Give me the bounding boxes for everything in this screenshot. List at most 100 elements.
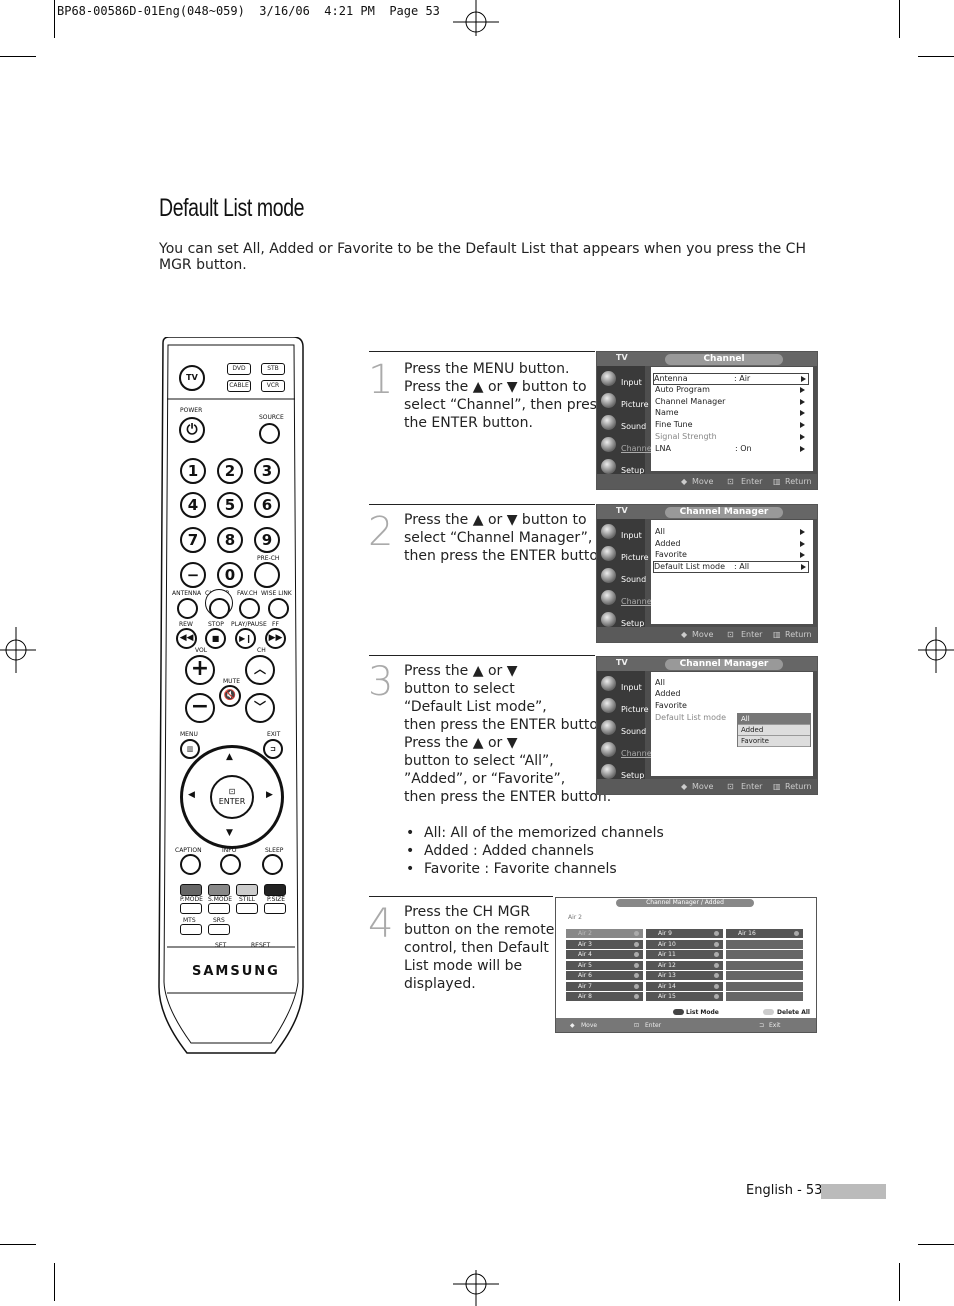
osd-row-auto-program: Auto Program <box>655 385 807 395</box>
antenna-button[interactable] <box>177 598 198 619</box>
setup-icon <box>601 459 616 474</box>
menu-button[interactable]: ▥ <box>180 739 200 759</box>
left-arrow-icon[interactable]: ◀ <box>188 790 195 800</box>
stb-mode-button[interactable]: STB <box>261 363 285 375</box>
enter-icon: ⊡ <box>727 477 734 486</box>
red-key-button[interactable] <box>180 884 202 896</box>
crop-mark <box>54 1263 55 1301</box>
osd-bottom-bar: ◆Move ⊡Enter ▥Return <box>597 779 817 794</box>
digit-0-button[interactable]: 0 <box>217 562 243 588</box>
crop-mark <box>899 0 900 38</box>
digit-8-button[interactable]: 8 <box>217 527 243 553</box>
fast-forward-icon[interactable]: ▶▶ <box>265 628 286 649</box>
digit-4-button[interactable]: 4 <box>180 492 206 518</box>
osd-row-value: : On <box>735 444 752 453</box>
cable-mode-button[interactable]: CABLE <box>227 380 251 392</box>
osd-menu-input: Input <box>599 523 645 543</box>
dvd-mode-button[interactable]: DVD <box>227 363 251 375</box>
wiselink-button[interactable] <box>268 598 289 619</box>
channel-cell: Air 4 <box>566 950 643 959</box>
rewind-icon[interactable]: ◀◀ <box>176 628 197 649</box>
green-key-button[interactable] <box>208 884 230 896</box>
vcr-mode-button[interactable]: VCR <box>261 380 285 392</box>
channel-icon <box>601 590 616 605</box>
list-mode-label: List Mode <box>686 1009 719 1016</box>
yellow-key-button[interactable] <box>236 884 258 896</box>
input-icon <box>601 524 616 539</box>
dropdown-option-all: All <box>738 714 810 725</box>
enter-button[interactable]: ⊡ENTER <box>210 775 254 819</box>
prech-button[interactable] <box>254 562 280 588</box>
favch-button[interactable] <box>239 598 260 619</box>
volume-down-icon[interactable]: − <box>185 693 215 723</box>
stop-icon[interactable]: ■ <box>205 628 226 649</box>
empty-channel-cell <box>726 971 803 980</box>
tv-mode-button[interactable]: TV <box>179 365 205 391</box>
osd-menu-label: Sound <box>621 575 647 584</box>
osd-hint-move: Move <box>692 782 714 791</box>
setup-icon <box>601 764 616 779</box>
channel-down-icon[interactable]: ﹀ <box>245 693 275 723</box>
up-arrow-icon[interactable]: ▲ <box>226 752 233 762</box>
crop-mark <box>0 1244 36 1245</box>
minus-button[interactable]: − <box>180 562 206 588</box>
play-pause-icon[interactable]: ▶❙ <box>235 628 256 649</box>
input-icon <box>601 371 616 386</box>
step-line: then press the ENTER button. <box>404 789 612 805</box>
osd-hint-return: Return <box>785 630 812 639</box>
step-line: the ENTER button. <box>404 415 533 431</box>
osd-menu-label: Setup <box>621 619 645 628</box>
info-button[interactable] <box>220 854 241 875</box>
digit-7-button[interactable]: 7 <box>180 527 206 553</box>
mts-button[interactable] <box>180 924 202 935</box>
enter-label: ENTER <box>218 797 246 806</box>
favorite-heart-icon <box>634 952 639 957</box>
osd-menu-setup: Setup <box>599 611 645 631</box>
channel-cell: Air 14 <box>646 981 723 991</box>
srs-button[interactable] <box>208 924 230 935</box>
digit-6-button[interactable]: 6 <box>254 492 280 518</box>
stop-label: STOP <box>208 621 224 628</box>
right-arrow-icon[interactable]: ▶ <box>266 790 273 800</box>
down-arrow-icon[interactable]: ▼ <box>226 828 233 838</box>
channel-list-footer: ◆Move ⊡Enter ⊐Exit <box>556 1018 816 1032</box>
digit-1-button[interactable]: 1 <box>180 458 206 484</box>
exit-button[interactable]: ⊐ <box>263 739 283 759</box>
step-divider <box>369 655 595 656</box>
mute-icon[interactable]: 🔇 <box>219 685 241 707</box>
osd-row-label: Signal Strength <box>655 432 717 441</box>
osd-row-all: All <box>655 527 807 537</box>
caption-button[interactable] <box>180 854 201 875</box>
arrow-right-icon <box>800 529 805 535</box>
sleep-button[interactable] <box>262 854 283 875</box>
osd-menu-picture: Picture <box>599 392 649 412</box>
osd-row-label: Added <box>655 539 681 548</box>
osd-row-label: Favorite <box>655 550 687 559</box>
pmode-button[interactable] <box>180 903 202 914</box>
osd-menu-channel: Channel <box>599 436 654 456</box>
favorite-heart-icon <box>714 994 719 999</box>
osd-row-label: Name <box>655 408 679 417</box>
volume-up-icon[interactable]: + <box>185 655 215 685</box>
crop-mark <box>918 56 954 57</box>
psize-button[interactable] <box>264 903 286 914</box>
move-icon: ◆ <box>681 782 688 791</box>
digit-9-button[interactable]: 9 <box>254 527 280 553</box>
dropdown-option-favorite: Favorite <box>738 736 810 747</box>
crop-mark <box>54 0 55 38</box>
still-button[interactable] <box>236 903 258 914</box>
step-number: 3 <box>368 659 394 705</box>
channel-up-icon[interactable]: ︿ <box>245 655 275 685</box>
power-button[interactable]: ⏻ <box>179 417 205 443</box>
registration-mark <box>0 627 36 673</box>
smode-button[interactable] <box>208 903 230 914</box>
source-button[interactable] <box>259 423 280 444</box>
blue-key-button[interactable] <box>264 884 286 896</box>
crop-mark <box>899 1263 900 1301</box>
osd-menu-channel: Channel <box>599 589 654 609</box>
digit-5-button[interactable]: 5 <box>217 492 243 518</box>
channel-cell: Air 5 <box>566 960 643 970</box>
digit-3-button[interactable]: 3 <box>254 458 280 484</box>
chmgr-button[interactable] <box>209 598 230 619</box>
digit-2-button[interactable]: 2 <box>217 458 243 484</box>
